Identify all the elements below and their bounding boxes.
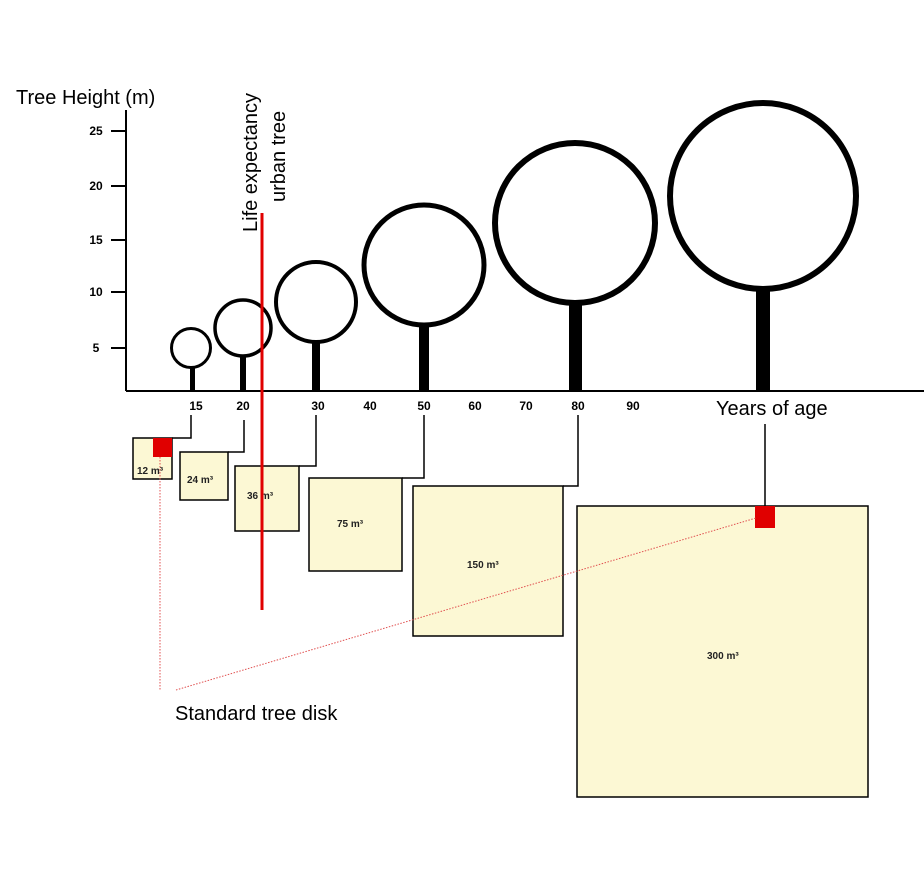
connector-lines — [172, 415, 766, 506]
y-axis-ticks: 5 10 15 20 25 — [89, 124, 126, 355]
tree-age-15 — [170, 327, 212, 391]
x-tick-label-40: 40 — [363, 399, 377, 413]
volume-label-36: 36 m³ — [247, 491, 274, 502]
connector-age-80 — [563, 415, 579, 487]
volume-box-24 — [179, 451, 229, 501]
tree-trunk — [240, 357, 246, 391]
standard-tree-disk-markers — [153, 438, 775, 691]
volume-label-150: 150 m³ — [467, 560, 499, 571]
x-tick-label-50: 50 — [417, 399, 431, 413]
x-tick-label-30: 30 — [311, 399, 325, 413]
volume-box-150 — [412, 485, 564, 637]
tree-crown — [170, 327, 212, 369]
connector-age-30 — [299, 415, 317, 467]
tree-age-50 — [361, 202, 487, 391]
x-tick-label-90: 90 — [626, 399, 640, 413]
y-tick-label-15: 15 — [89, 233, 103, 247]
x-tick-label-15: 15 — [189, 399, 203, 413]
tree-age-20 — [213, 298, 273, 391]
volume-label-12: 12 m³ — [137, 466, 164, 477]
tree-disk-marker-small — [153, 438, 172, 457]
y-tick-label-25: 25 — [89, 124, 103, 138]
x-tick-label-70: 70 — [519, 399, 533, 413]
volume-label-300: 300 m³ — [707, 651, 739, 662]
x-tick-label-60: 60 — [468, 399, 482, 413]
connector-age-50 — [402, 415, 425, 479]
volume-box-300 — [576, 505, 869, 798]
tree-age-80 — [492, 140, 658, 391]
x-axis-ticks: 15 20 30 40 50 60 70 80 90 — [189, 399, 640, 413]
tree-trunk — [756, 290, 770, 391]
volume-label-24: 24 m³ — [187, 475, 214, 486]
volume-label-75: 75 m³ — [337, 519, 364, 530]
tree-crown — [361, 202, 487, 328]
tree-crown — [213, 298, 273, 358]
tree-crown — [667, 100, 859, 292]
tree-trunk — [569, 305, 582, 391]
soil-volume-boxes: 12 m³ 24 m³ 36 m³ 75 m³ 150 m³ 300 m³ — [132, 437, 869, 798]
tree-trunk — [312, 343, 320, 391]
y-tick-label-20: 20 — [89, 179, 103, 193]
tree-crown — [492, 140, 658, 306]
x-tick-label-20: 20 — [236, 399, 250, 413]
connector-age-15 — [172, 415, 192, 439]
tree-trunk — [190, 368, 195, 391]
y-tick-label-10: 10 — [89, 285, 103, 299]
tree-disk-marker-large — [755, 506, 775, 528]
life-expectancy-label-line2: urban tree — [268, 111, 290, 202]
tree-trunk — [419, 324, 429, 391]
standard-tree-disk-label: Standard tree disk — [175, 703, 338, 725]
volume-box-36 — [234, 465, 300, 532]
x-axis-title: Years of age — [716, 398, 828, 420]
tree-crown — [274, 260, 358, 344]
tree-age-120 — [667, 100, 859, 391]
y-axis-title: Tree Height (m) — [16, 87, 155, 109]
tree-age-30 — [274, 260, 358, 391]
x-tick-label-80: 80 — [571, 399, 585, 413]
life-expectancy-label-line1: Life expectancy — [240, 93, 262, 232]
volume-box-75 — [308, 477, 403, 572]
connector-age-20 — [228, 420, 245, 453]
disk-guide-line-diagonal — [175, 517, 757, 691]
y-tick-label-5: 5 — [93, 341, 100, 355]
